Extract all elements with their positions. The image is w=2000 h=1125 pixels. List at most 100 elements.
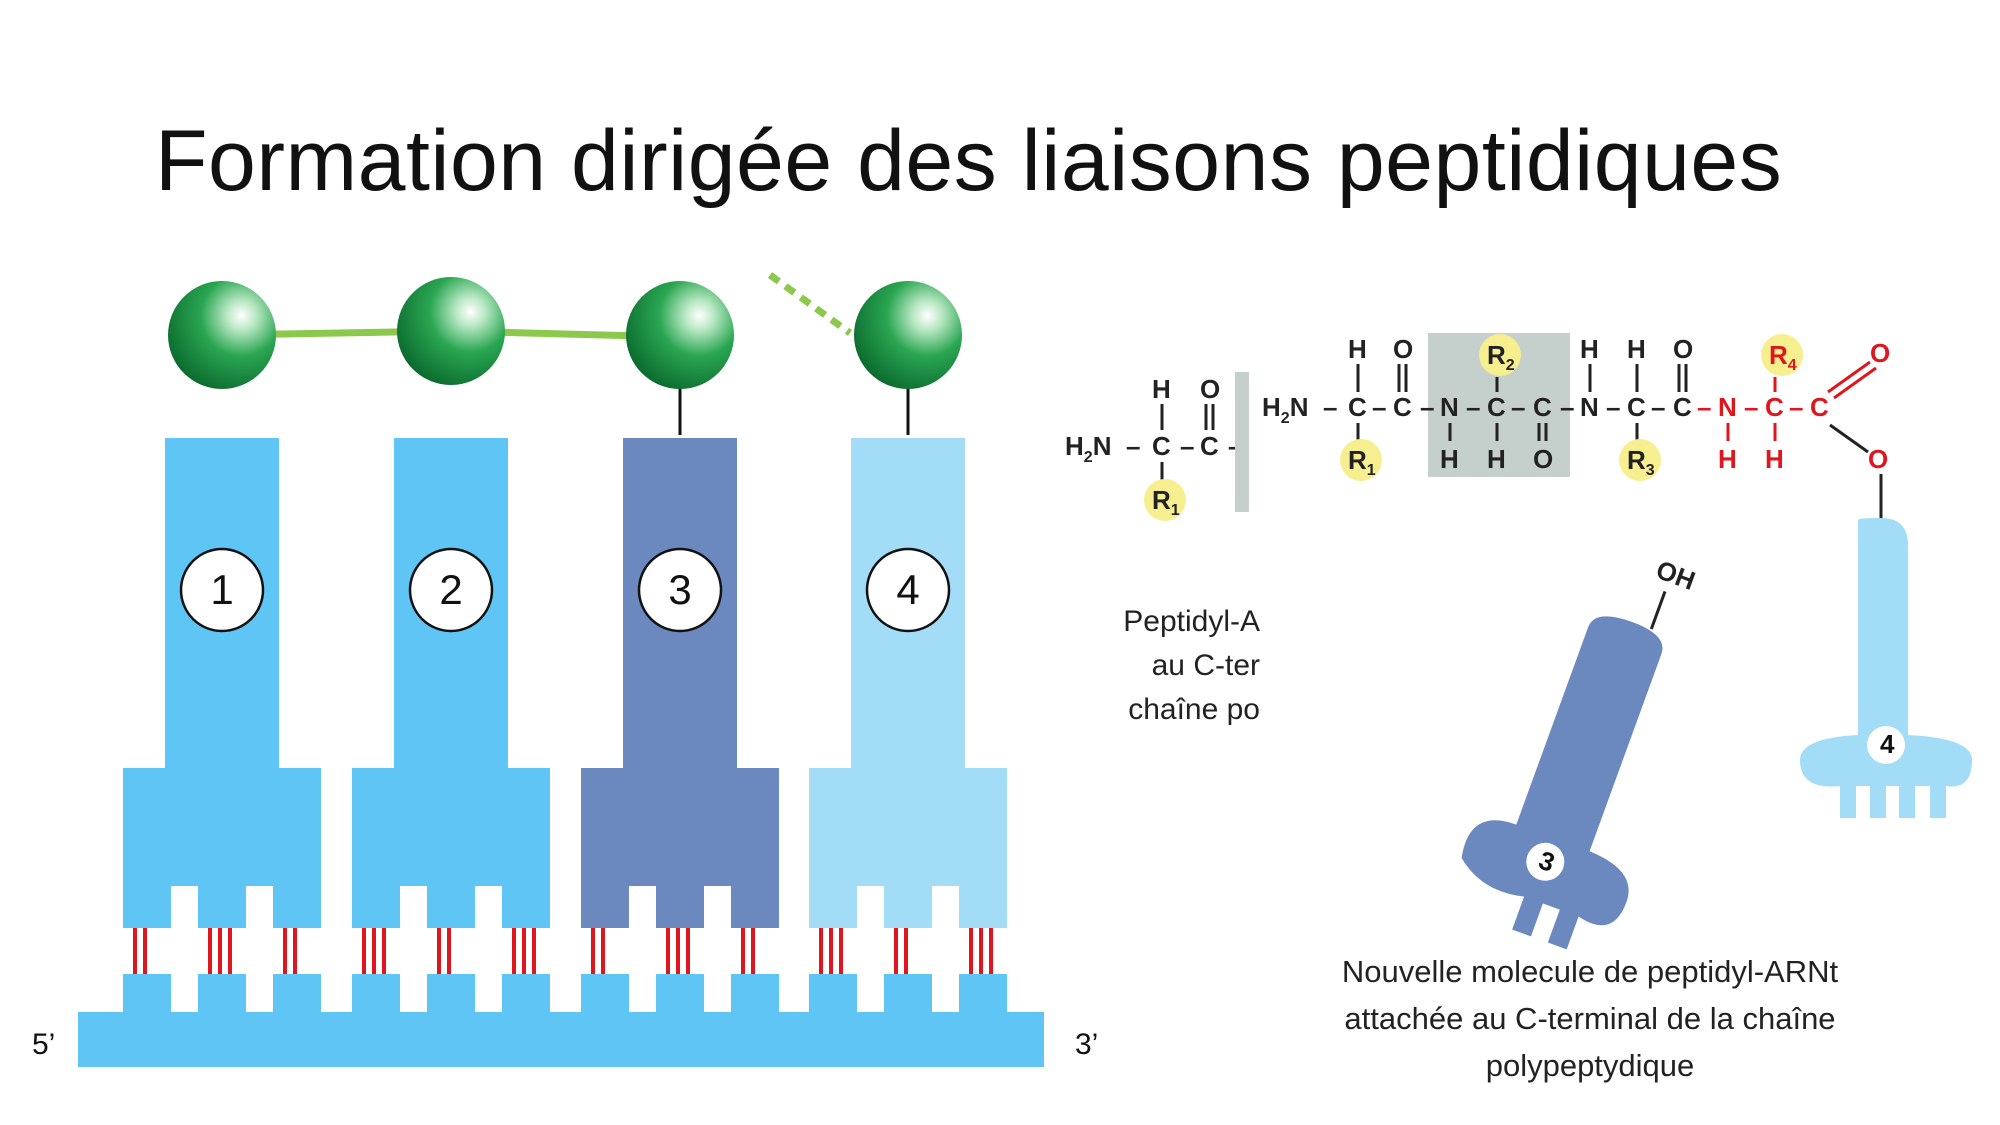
svg-text:–: –: [1789, 392, 1803, 422]
svg-text:C: C: [1627, 392, 1646, 422]
svg-text:–: –: [1466, 392, 1480, 422]
base-pair-7: [591, 928, 605, 974]
peptide-structure-right: H2N – C – C – N – C – C – N – C – C H O …: [1262, 333, 1693, 481]
svg-text:–: –: [1180, 431, 1194, 461]
mrna-base-8: [656, 974, 704, 1016]
svg-text:O: O: [1868, 444, 1888, 474]
caption-peptidyl-trna-cropped: Peptidyl-A au C-ter chaîne po: [1090, 600, 1260, 732]
base-pair-6: [512, 928, 536, 974]
trna-1-anticodon-3: [273, 880, 321, 928]
svg-text:R1: R1: [1348, 445, 1376, 479]
svg-text:N: N: [1580, 392, 1599, 422]
svg-text:R2: R2: [1487, 340, 1515, 374]
amino-acid-4: [854, 281, 962, 389]
trna-2: [352, 438, 550, 928]
caption-left-line-3: chaîne po: [1128, 693, 1260, 726]
base-pair-11: [894, 928, 908, 974]
trna-3-small-number-circle: [1526, 842, 1565, 881]
svg-text:R3: R3: [1627, 445, 1655, 479]
mrna-base-4: [352, 974, 400, 1016]
trna-3-anticodon-3: [731, 880, 779, 928]
trna-4-anticodon-1: [809, 880, 857, 928]
peptide-fragment-left: H2N – C – C – H O R1: [1065, 372, 1249, 521]
base-pair-1: [133, 928, 147, 974]
base-pair-8: [666, 928, 690, 974]
svg-text:R4: R4: [1769, 340, 1797, 374]
svg-text:H: H: [1440, 444, 1459, 474]
trna-2-anticodon-1: [352, 880, 400, 928]
svg-text:H: H: [1718, 444, 1737, 474]
svg-text:–: –: [1323, 392, 1337, 422]
svg-text:C: C: [1200, 431, 1219, 461]
svg-text:O: O: [1393, 334, 1413, 364]
svg-text:–: –: [1744, 392, 1758, 422]
svg-text:C: C: [1673, 392, 1692, 422]
trna-molecules: [123, 438, 1007, 928]
svg-text:N: N: [1718, 392, 1737, 422]
mrna-strand: [78, 974, 1044, 1067]
amino-acid-1: [168, 281, 276, 389]
peptide-chain: [168, 272, 962, 435]
trna-4-anticodon-2: [884, 880, 932, 928]
mrna-base-7: [581, 974, 629, 1016]
svg-text:H2N: H2N: [1065, 431, 1111, 466]
side-chain-r3: [1619, 439, 1661, 481]
svg-text:H: H: [1487, 444, 1506, 474]
mrna-base-9: [731, 974, 779, 1016]
base-pair-3: [283, 928, 297, 974]
trna-3-head: [581, 768, 779, 886]
forming-bond-3-4: [767, 272, 853, 336]
svg-text:C: C: [1487, 392, 1506, 422]
base-pair-10: [819, 928, 843, 974]
svg-text:–: –: [1511, 392, 1525, 422]
trna-2-number-circle: [408, 547, 494, 633]
svg-text:N: N: [1440, 392, 1459, 422]
trna-1-number-text: 1: [210, 566, 233, 613]
caption-right-line-3: polypeptydique: [1485, 1048, 1695, 1083]
svg-text:H: H: [1152, 374, 1171, 404]
trna-4-anticodon-3: [959, 880, 1007, 928]
trna-3-number: 3: [637, 547, 723, 633]
svg-text:C: C: [1393, 392, 1412, 422]
svg-text:R1: R1: [1152, 485, 1180, 519]
trna-2-anticodon-2: [427, 880, 475, 928]
trna-3-number-text: 3: [668, 566, 691, 613]
mrna-base-10: [809, 974, 857, 1016]
svg-text:–: –: [1126, 431, 1140, 461]
trna-3-number-circle: [637, 547, 723, 633]
mrna-base-12: [959, 974, 1007, 1016]
mrna-base-2: [198, 974, 246, 1016]
base-pair-4: [362, 928, 386, 974]
amino-acid-2: [397, 277, 505, 385]
mrna-base-5: [427, 974, 475, 1016]
svg-text:C: C: [1348, 392, 1367, 422]
svg-text:4: 4: [1880, 729, 1895, 759]
trna-1-anticodon-1: [123, 880, 171, 928]
trna-4-number-circle: [865, 547, 951, 633]
trna-1-head: [123, 768, 321, 886]
trna-4-small-number-circle: [1867, 726, 1905, 764]
svg-text:–: –: [1560, 392, 1574, 422]
side-chain-r1-left: [1144, 479, 1186, 521]
five-prime-label: 5’: [32, 1028, 56, 1061]
svg-text:–: –: [1420, 392, 1434, 422]
trna-1-number-circle: [179, 547, 265, 633]
trna-3-anticodon-2: [656, 880, 704, 928]
svg-text:O: O: [1200, 374, 1220, 404]
side-chain-r1: [1340, 439, 1382, 481]
mrna-base-1: [123, 974, 171, 1016]
trna-4-small: 4: [1800, 518, 1972, 818]
trna-2-head: [352, 768, 550, 886]
svg-text:–: –: [1697, 392, 1711, 422]
trna-1-anticodon-2: [198, 880, 246, 928]
trna-2-number: 2: [408, 547, 494, 633]
trna-4-number-text: 4: [896, 566, 919, 613]
trna-3-anticodon-1: [581, 880, 629, 928]
svg-text:C: C: [1152, 431, 1171, 461]
three-prime-label: 3’: [1075, 1028, 1099, 1061]
trna-2-number-text: 2: [439, 566, 462, 613]
mrna-codon-bases: [123, 974, 1007, 1016]
svg-text:O: O: [1533, 444, 1553, 474]
mrna-base-11: [884, 974, 932, 1016]
